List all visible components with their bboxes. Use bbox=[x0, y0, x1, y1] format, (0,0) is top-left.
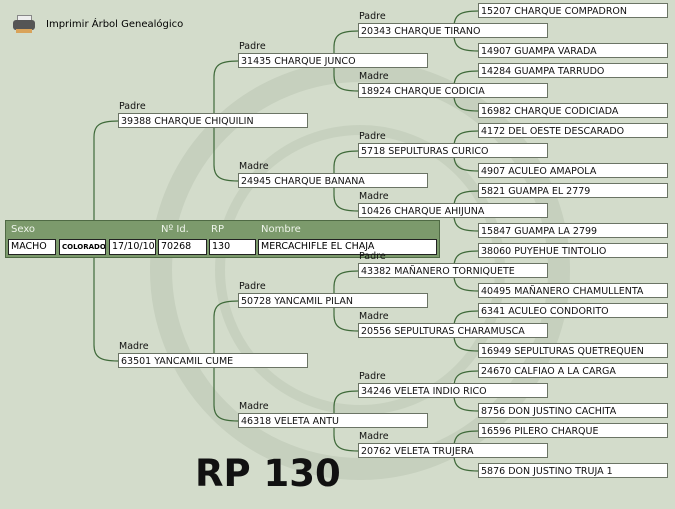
sire-box-gen2[interactable]: 31435 CHARQUE JUNCO bbox=[238, 53, 428, 68]
sexo-header: Sexo bbox=[11, 224, 36, 235]
dam-box-gen4[interactable]: 40495 MAÑANERO CHAMULLENTA bbox=[478, 283, 668, 298]
printer-icon bbox=[12, 14, 36, 34]
sire-box-gen4[interactable]: 14284 GUAMPA TARRUDO bbox=[478, 63, 668, 78]
madre-label: Madre bbox=[359, 311, 389, 322]
id-field[interactable]: 70268 bbox=[158, 239, 207, 255]
nombre-header: Nombre bbox=[261, 224, 301, 235]
padre-label: Padre bbox=[239, 41, 266, 52]
dam-box-gen1[interactable]: 63501 YANCAMIL CUME bbox=[118, 353, 308, 368]
dam-box-gen4[interactable]: 8756 DON JUSTINO CACHITA bbox=[478, 403, 668, 418]
sire-box-gen4[interactable]: 38060 PUYEHUE TINTOLIO bbox=[478, 243, 668, 258]
sire-box-gen3[interactable]: 34246 VELETA INDIO RICO bbox=[358, 383, 548, 398]
padre-label: Padre bbox=[239, 281, 266, 292]
sire-box-gen3[interactable]: 43382 MAÑANERO TORNIQUETE bbox=[358, 263, 548, 278]
sire-box-gen4[interactable]: 15207 CHARQUE COMPADRON bbox=[478, 3, 668, 18]
rp-title: RP 130 bbox=[195, 452, 341, 495]
madre-label: Madre bbox=[239, 401, 269, 412]
color-field[interactable]: COLORADO bbox=[59, 239, 106, 255]
sire-box-gen4[interactable]: 16596 PILERO CHARQUE bbox=[478, 423, 668, 438]
print-tree-button[interactable]: Imprimir Árbol Genealógico bbox=[12, 14, 183, 34]
sire-box-gen4[interactable]: 4172 DEL OESTE DESCARADO bbox=[478, 123, 668, 138]
dam-box-gen2[interactable]: 24945 CHARQUE BANANA bbox=[238, 173, 428, 188]
dam-box-gen3[interactable]: 20762 VELETA TRUJERA bbox=[358, 443, 548, 458]
madre-label: Madre bbox=[359, 431, 389, 442]
dam-box-gen4[interactable]: 16982 CHARQUE CODICIADA bbox=[478, 103, 668, 118]
sire-box-gen1[interactable]: 39388 CHARQUE CHIQUILIN bbox=[118, 113, 308, 128]
subject-panel: Sexo Nº Id. RP Nombre MACHO COLORADO 17/… bbox=[5, 220, 440, 258]
sexo-field[interactable]: MACHO bbox=[8, 239, 56, 255]
dam-box-gen2[interactable]: 46318 VELETA ANTU bbox=[238, 413, 428, 428]
dam-box-gen4[interactable]: 4907 ACULEO AMAPOLA bbox=[478, 163, 668, 178]
padre-label: Padre bbox=[359, 371, 386, 382]
id-header: Nº Id. bbox=[161, 224, 189, 235]
dam-box-gen4[interactable]: 14907 GUAMPA VARADA bbox=[478, 43, 668, 58]
dam-box-gen3[interactable]: 20556 SEPULTURAS CHARAMUSCA bbox=[358, 323, 548, 338]
sire-box-gen3[interactable]: 20343 CHARQUE TIRANO bbox=[358, 23, 548, 38]
sire-box-gen4[interactable]: 24670 CALFIAO A LA CARGA bbox=[478, 363, 668, 378]
print-label: Imprimir Árbol Genealógico bbox=[46, 18, 184, 30]
rp-field[interactable]: 130 bbox=[209, 239, 256, 255]
sire-box-gen3[interactable]: 5718 SEPULTURAS CURICO bbox=[358, 143, 548, 158]
dam-box-gen3[interactable]: 10426 CHARQUE AHIJUNA bbox=[358, 203, 548, 218]
dam-box-gen4[interactable]: 16949 SEPULTURAS QUETREQUEN bbox=[478, 343, 668, 358]
madre-label: Madre bbox=[119, 341, 149, 352]
date-field[interactable]: 17/10/10 bbox=[109, 239, 156, 255]
dam-box-gen4[interactable]: 5876 DON JUSTINO TRUJA 1 bbox=[478, 463, 668, 478]
madre-label: Madre bbox=[239, 161, 269, 172]
sire-box-gen2[interactable]: 50728 YANCAMIL PILAN bbox=[238, 293, 428, 308]
nombre-field[interactable]: MERCACHIFLE EL CHAJA bbox=[258, 239, 437, 255]
dam-box-gen4[interactable]: 15847 GUAMPA LA 2799 bbox=[478, 223, 668, 238]
padre-label: Padre bbox=[119, 101, 146, 112]
rp-header: RP bbox=[211, 224, 224, 235]
dam-box-gen3[interactable]: 18924 CHARQUE CODICIA bbox=[358, 83, 548, 98]
padre-label: Padre bbox=[359, 251, 386, 262]
padre-label: Padre bbox=[359, 11, 386, 22]
madre-label: Madre bbox=[359, 191, 389, 202]
sire-box-gen4[interactable]: 6341 ACULEO CONDORITO bbox=[478, 303, 668, 318]
sire-box-gen4[interactable]: 5821 GUAMPA EL 2779 bbox=[478, 183, 668, 198]
padre-label: Padre bbox=[359, 131, 386, 142]
madre-label: Madre bbox=[359, 71, 389, 82]
